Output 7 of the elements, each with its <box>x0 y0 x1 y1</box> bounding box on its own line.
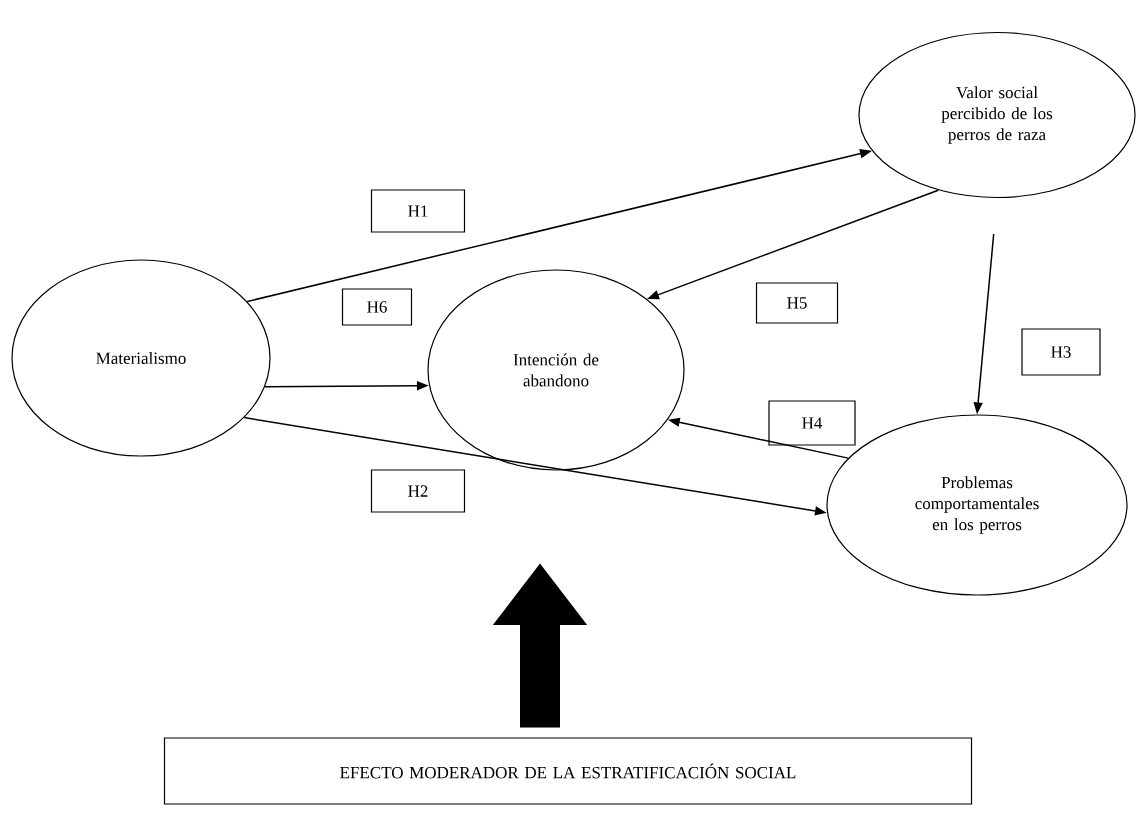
hypothesis-box: H2 <box>370 469 466 513</box>
moderator-box: EFECTO MODERADOR DE LA ESTRATIFICACIÓN SOCIAL <box>163 737 973 805</box>
hypothesis-box: H3 <box>1021 328 1101 376</box>
hypothesis-box: H1 <box>370 189 466 233</box>
hypothesis-box: H5 <box>755 282 839 324</box>
hypothesis-box: H4 <box>768 400 856 446</box>
hypothesis-box: H6 <box>341 288 413 326</box>
